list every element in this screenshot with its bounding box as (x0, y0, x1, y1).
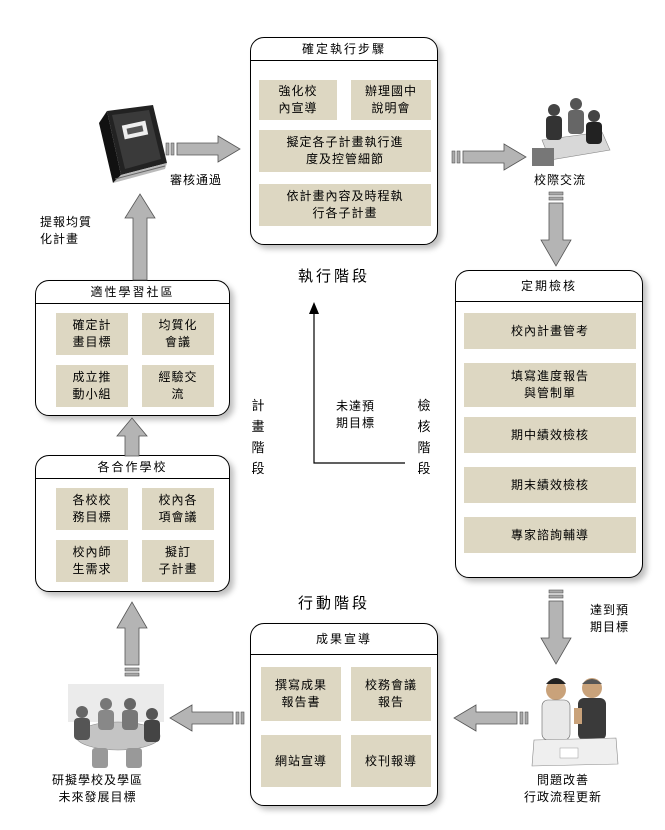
tile-school-goals: 各校校 務目標 (56, 488, 128, 530)
stage-action: 行動階段 (298, 594, 371, 612)
tile-junior-high-briefing: 辦理國中 說明會 (351, 80, 431, 120)
tile-progress-control: 擬定各子計畫執行進 度及控管細節 (259, 130, 431, 172)
arrow-review-to-improve (540, 589, 572, 665)
tile-execute-subplans: 依計畫內容及時程執 行各子計畫 (259, 184, 431, 226)
results-promotion-title: 成果宣導 (251, 624, 437, 655)
arrow-exchange-to-review (540, 191, 572, 267)
tile-internal-meetings: 校內各 項會議 (142, 488, 214, 530)
partner-schools-title: 各合作學校 (36, 456, 229, 479)
tile-expert-consult: 專家諮詢輔導 (464, 517, 636, 553)
periodic-review-title: 定期檢核 (456, 271, 642, 302)
draft-goals-label: 研擬學校及學區 未來發展目標 (52, 773, 144, 804)
not-reach-label: 未達預 期目標 (336, 399, 376, 430)
tile-draft-subplan: 擬訂 子計畫 (142, 540, 214, 582)
tile-internal-control: 校內計畫管考 (464, 313, 636, 349)
book-icon (99, 105, 167, 183)
results-promotion-box: 成果宣導 撰寫成果 報告書 校務會議 報告 網站宣導 校刊報導 (250, 623, 438, 806)
learning-community-box: 適性學習社區 確定計 畫目標 均質化 會議 成立推 動小組 經驗交 流 (35, 280, 230, 416)
arrow-not-reach-feedback (309, 302, 405, 464)
arrow-partners-to-community (116, 417, 148, 457)
stage-execute: 執行階段 (298, 267, 371, 285)
arrow-execution-to-exchange (451, 143, 527, 171)
partner-schools-box: 各合作學校 各校校 務目標 校內各 項會議 校內師 生需求 擬訂 子計畫 (35, 455, 230, 592)
tile-promotion: 強化校 內宣導 (259, 80, 337, 120)
submit-plan-label: 提報均質 化計畫 (40, 215, 93, 246)
tile-teacher-student-needs: 校內師 生需求 (56, 540, 128, 582)
review-pass-label: 審核通過 (170, 173, 223, 187)
improve-meeting-icon (531, 678, 619, 767)
arrow-book-to-execution (165, 135, 241, 163)
tile-progress-report: 填寫進度報告 與管制單 (464, 363, 636, 407)
tile-form-team: 成立推 動小組 (56, 365, 128, 407)
periodic-review-box: 定期檢核 校內計畫管考 填寫進度報告 與管制單 期中績效檢核 期末績效檢核 專家… (455, 270, 643, 578)
stage-plan: 計畫階段 (251, 399, 265, 477)
planning-meeting-icon (68, 684, 164, 768)
arrow-improve-to-results (453, 704, 529, 732)
tile-website-promotion: 網站宣導 (261, 735, 341, 787)
reach-goal-label: 達到預 期目標 (590, 603, 630, 634)
stage-check: 檢核階段 (417, 399, 431, 477)
tile-school-journal: 校刊報導 (351, 735, 431, 787)
tile-set-goals: 確定計 畫目標 (56, 313, 128, 355)
school-exchange-label: 校際交流 (534, 173, 587, 187)
tile-experience-exchange: 經驗交 流 (142, 365, 214, 407)
arrow-goals-to-partners (116, 601, 148, 677)
arrow-community-to-book (124, 193, 156, 281)
tile-midterm-review: 期中績效檢核 (464, 417, 636, 453)
learning-community-title: 適性學習社區 (36, 281, 229, 304)
tile-final-review: 期末績效檢核 (464, 467, 636, 503)
execution-steps-box: 確定執行步驟 強化校 內宣導 辦理國中 說明會 擬定各子計畫執行進 度及控管細節… (250, 37, 438, 245)
tile-write-report: 撰寫成果 報告書 (261, 667, 341, 721)
execution-steps-title: 確定執行步驟 (251, 38, 437, 61)
exchange-meeting-icon (532, 98, 611, 166)
arrow-results-to-goals (169, 704, 245, 732)
tile-equalization-meeting: 均質化 會議 (142, 313, 214, 355)
problem-improve-label: 問題改善 行政流程更新 (524, 773, 603, 804)
tile-school-meeting-report: 校務會議 報告 (351, 667, 431, 721)
